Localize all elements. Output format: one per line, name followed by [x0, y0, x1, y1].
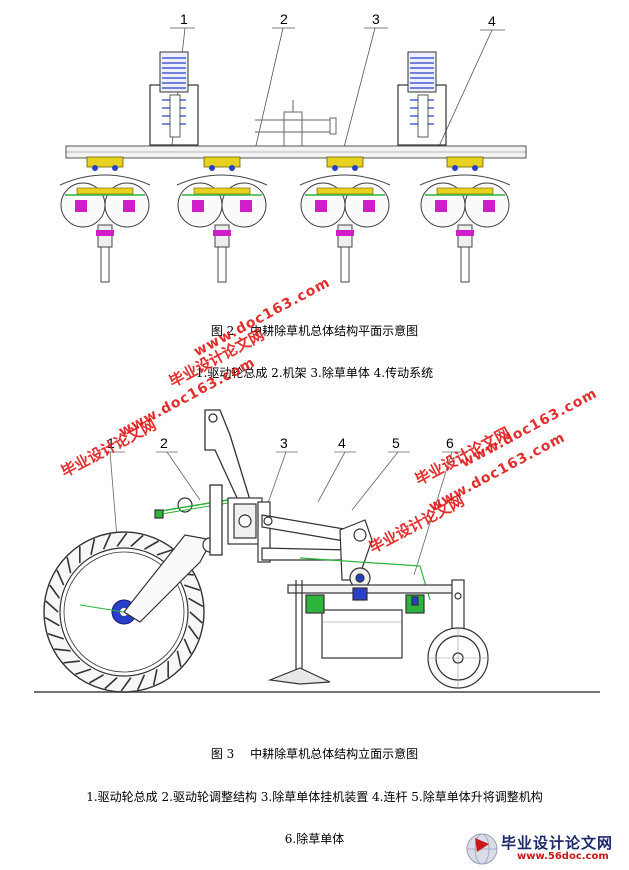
- logo-url: www.56doc.com: [517, 851, 609, 862]
- figure-3-legend-line-1: 1.驱动轮总成 2.驱动轮调整结构 3.除草单体挂机装置 4.连杆 5.除草单体…: [86, 790, 543, 804]
- weeding-units-plan: [59, 156, 511, 283]
- site-logo: 毕业设计论文网 www.56doc.com: [465, 832, 625, 868]
- part-label-3: 3: [280, 435, 288, 451]
- part-label-3: 3: [372, 11, 380, 27]
- part-label-6: 6: [446, 435, 454, 451]
- figure-3-legend-line-2: 6.除草单体: [284, 832, 345, 846]
- hitch-tower: [204, 409, 251, 556]
- part-label-1: 1: [107, 435, 115, 451]
- weeding-unit: [267, 579, 489, 689]
- weeding-unit-plan-4: [419, 156, 511, 283]
- figure-2-plan-view-drawing: 1 2 3 4: [59, 11, 527, 283]
- drive-wheel-assembly-right: [397, 51, 447, 146]
- weeding-unit-plan-3: [299, 156, 391, 283]
- weeding-unit-lift-adjustment-mechanism: [299, 519, 431, 601]
- part-labels: [170, 27, 505, 156]
- part-label-1: 1: [180, 11, 188, 27]
- weeding-unit-plan-1: [59, 156, 151, 283]
- figure-3-elevation-view-drawing: 1 2 3 4 5 6: [34, 409, 600, 693]
- part-label-4: 4: [338, 435, 346, 451]
- figure-2-caption: 图 2 中耕除草机总体结构平面示意图: [210, 324, 419, 338]
- part-label-5: 5: [392, 435, 400, 451]
- main-frame-beam: [65, 145, 527, 159]
- hitch-frame: [255, 100, 337, 147]
- figure-2-legend: 1.驱动轮总成 2.机架 3.除草单体 4.传动系统: [195, 366, 434, 380]
- logo-globe-icon: [466, 833, 498, 865]
- figure-3-caption: 图 3 中耕除草机总体结构立面示意图: [210, 747, 419, 761]
- part-label-4: 4: [488, 13, 496, 29]
- logo-title: 毕业设计论文网: [501, 834, 614, 852]
- weeding-unit-plan-2: [176, 156, 268, 283]
- linkage-bars: [261, 514, 351, 561]
- part-label-2: 2: [160, 435, 168, 451]
- drive-wheel-adjustment-structure: [123, 497, 241, 623]
- weeding-unit-hitch-mounting-device: [227, 497, 271, 563]
- drive-wheel-assembly-left: [149, 51, 199, 146]
- part-label-2: 2: [280, 11, 288, 27]
